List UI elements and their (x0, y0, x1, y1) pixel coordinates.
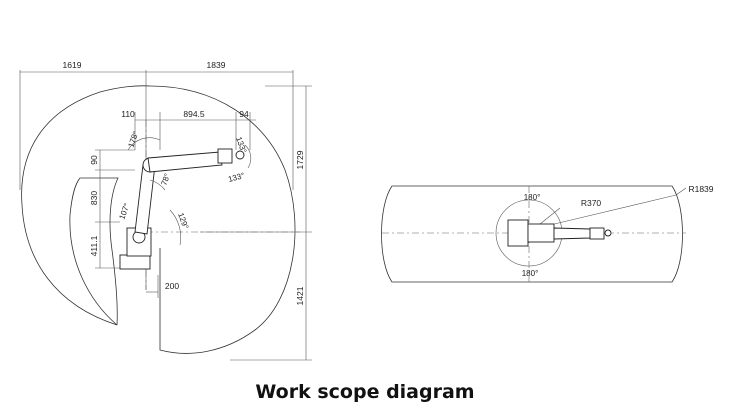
angle-178: 178° (126, 130, 140, 149)
angle-133-bottom: 133° (227, 171, 245, 184)
top-angle-180-top: 180° (524, 193, 541, 202)
top-angle-180-bottom: 180° (522, 269, 539, 278)
angle-78: 78° (159, 172, 172, 186)
outer-envelope (21, 85, 296, 354)
dim-411: 411.1 (89, 235, 99, 256)
side-view: 1619 1839 110 894.5 94 90 830 411.1 200 … (19, 60, 312, 361)
dim-94: 94 (239, 109, 249, 119)
dim-1729: 1729 (295, 150, 305, 169)
top-envelope (381, 185, 683, 283)
robot-base (119, 254, 151, 270)
robot-upper-arm (147, 151, 223, 173)
robot-top-base (507, 219, 529, 247)
top-view: 180° 180° R370 R1839 (381, 184, 714, 283)
dim-200: 200 (165, 281, 179, 291)
dim-1839: 1839 (207, 60, 226, 70)
angle-107: 107° (117, 202, 131, 221)
robot-top-arm (553, 227, 591, 240)
dim-110: 110 (121, 109, 135, 119)
dim-90: 90 (89, 155, 99, 165)
dim-1619: 1619 (63, 60, 82, 70)
r1839-label: R1839 (688, 184, 713, 194)
angle-129: 129° (176, 212, 190, 231)
r370-label: R370 (581, 198, 602, 208)
dim-894: 894.5 (183, 109, 205, 119)
diagram-caption: Work scope diagram (255, 381, 475, 403)
r1839-leader (545, 194, 677, 227)
robot-lower-arm (134, 164, 156, 235)
dim-830: 830 (89, 191, 99, 205)
dim-1421: 1421 (295, 286, 305, 305)
